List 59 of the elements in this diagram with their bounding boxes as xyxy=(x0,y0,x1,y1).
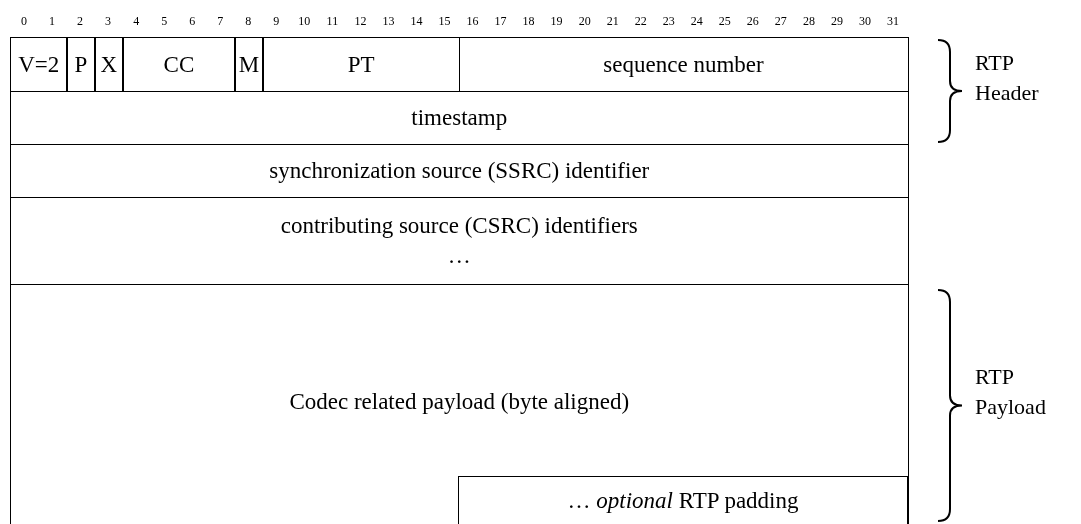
field-box xyxy=(10,197,909,285)
bit-number: 31 xyxy=(886,14,900,29)
field-box xyxy=(234,37,264,92)
field-label: sequence number xyxy=(603,50,764,79)
section-label: RTP Header xyxy=(975,49,1040,107)
field-box xyxy=(10,144,909,198)
bit-number: 24 xyxy=(689,14,704,29)
bit-number: 8 xyxy=(244,14,253,29)
bit-number: 27 xyxy=(773,14,788,29)
field-label: contributing source (CSRC) identifiers xyxy=(280,212,638,240)
field-box xyxy=(66,37,96,92)
bit-number: 14 xyxy=(409,14,424,29)
field-box xyxy=(122,37,236,92)
bit-number: 22 xyxy=(633,14,648,29)
field-label: P xyxy=(74,50,88,79)
bit-number: 1 xyxy=(48,14,57,29)
bit-number: 4 xyxy=(132,14,141,29)
bit-number: 2 xyxy=(76,14,85,29)
field-label: … optional RTP padding xyxy=(567,486,799,515)
bit-number: 26 xyxy=(745,14,760,29)
bit-number: 0 xyxy=(20,14,28,29)
bit-number: 11 xyxy=(325,14,340,29)
field-box xyxy=(10,91,909,145)
bit-number: 29 xyxy=(829,14,844,29)
bit-number: 19 xyxy=(549,14,564,29)
bit-number: 17 xyxy=(493,14,508,29)
field-label: synchronization source (SSRC) identifier xyxy=(269,157,650,185)
bit-number: 28 xyxy=(801,14,816,29)
bit-number: 6 xyxy=(188,14,197,29)
bit-number: 30 xyxy=(857,14,872,29)
bit-number: 9 xyxy=(272,14,281,29)
bit-number: 20 xyxy=(577,14,592,29)
bit-number: 10 xyxy=(297,14,312,29)
bit-number: 12 xyxy=(353,14,368,29)
field-box xyxy=(458,37,909,92)
field-label: Codec related payload (byte aligned) xyxy=(289,388,630,416)
bit-number: 15 xyxy=(437,14,452,29)
field-box xyxy=(458,475,908,524)
field-label: PT xyxy=(347,50,375,79)
field-label: V=2 xyxy=(18,50,60,79)
bit-number: 16 xyxy=(465,14,480,29)
field-label: timestamp xyxy=(411,104,508,132)
bit-number: 13 xyxy=(381,14,396,29)
field-label: M xyxy=(238,50,260,79)
field-box xyxy=(262,37,460,92)
bit-number: 3 xyxy=(104,14,113,29)
field-label: CC xyxy=(163,50,195,79)
bit-number: 7 xyxy=(216,14,225,29)
bit-number: 23 xyxy=(661,14,676,29)
field-box xyxy=(10,284,909,524)
field-label: … xyxy=(447,242,471,270)
bit-number: 18 xyxy=(521,14,536,29)
section-label: RTP Payload xyxy=(975,363,1047,421)
field-label: X xyxy=(100,50,118,79)
bit-number: 25 xyxy=(717,14,732,29)
bit-number: 5 xyxy=(160,14,169,29)
bit-number: 21 xyxy=(605,14,620,29)
field-box xyxy=(94,37,124,92)
field-box xyxy=(10,37,68,92)
